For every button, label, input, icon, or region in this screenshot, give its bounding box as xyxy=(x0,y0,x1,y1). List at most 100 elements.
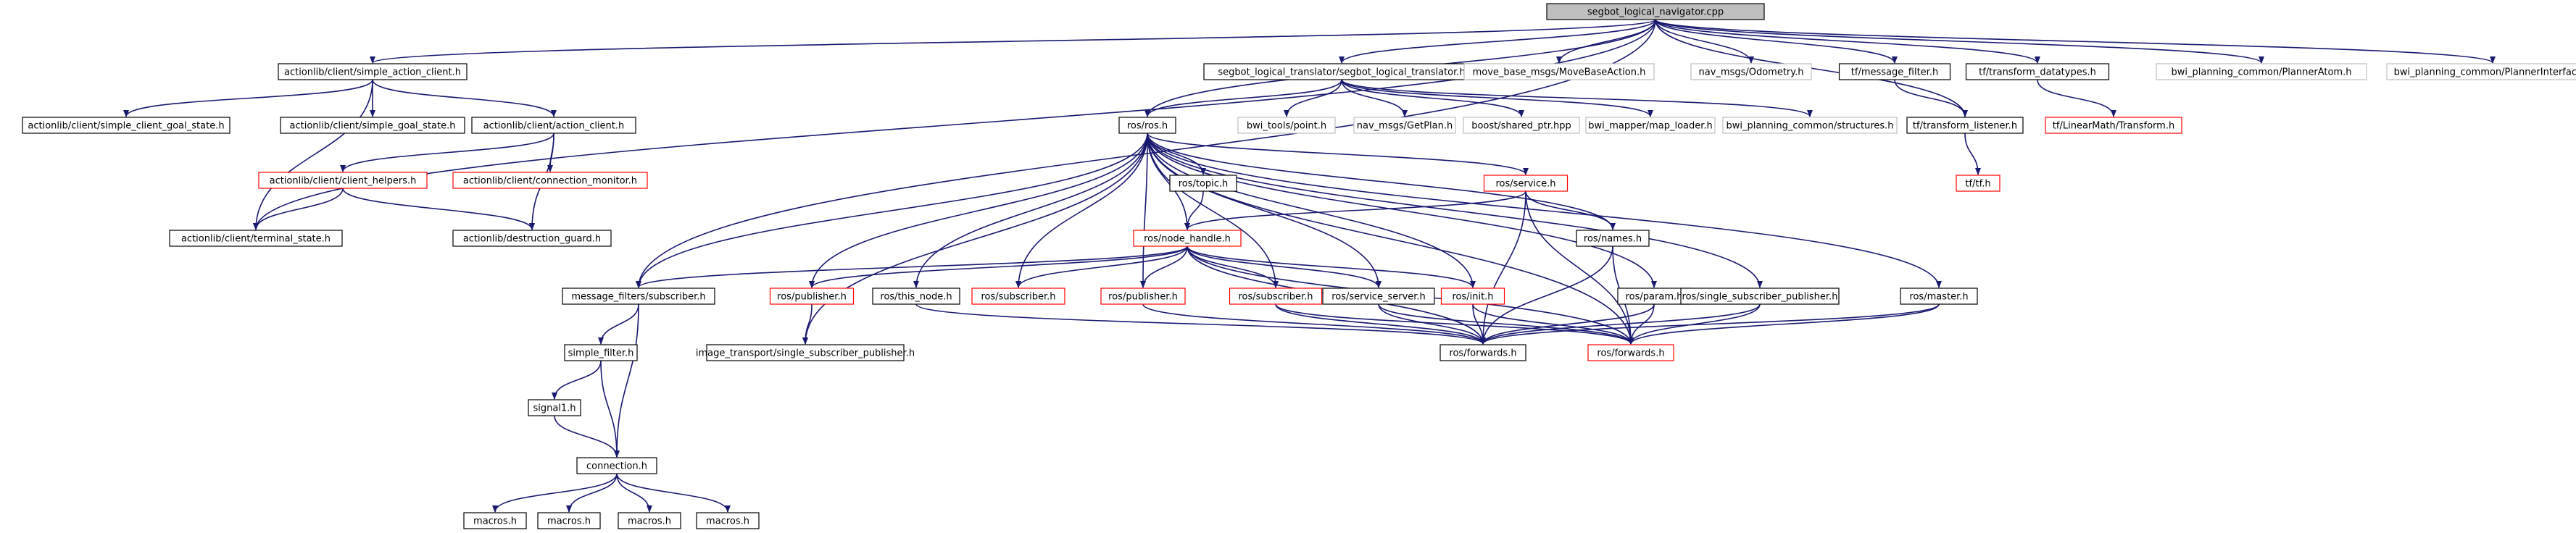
node-ac_client_helpers[interactable]: actionlib/client/client_helpers.h xyxy=(258,172,428,189)
node-ros_ssp[interactable]: ros/single_subscriber_publisher.h xyxy=(1680,288,1840,305)
node-box xyxy=(1576,230,1650,247)
edge-ros_subscriber_b-to-ros_forwards_b xyxy=(1275,303,1634,345)
node-box xyxy=(528,399,581,416)
node-label: ros/forwards.h xyxy=(1449,348,1516,359)
node-label: ros/node_handle.h xyxy=(1144,234,1231,245)
node-ros_master[interactable]: ros/master.h xyxy=(1900,288,1978,305)
edge-ros_node_handle-to-mf_subscriber xyxy=(636,245,1188,288)
edge-ac_simple_client-to-ac_goal_state xyxy=(123,79,373,117)
node-box xyxy=(2386,63,2576,80)
node-box xyxy=(576,457,657,474)
node-macros_3[interactable]: macros.h xyxy=(618,512,681,529)
edge-slt-to-getplan xyxy=(1341,79,1408,117)
node-label: nav_msgs/Odometry.h xyxy=(1699,67,1804,78)
node-ac_action_client[interactable]: actionlib/client/action_client.h xyxy=(471,117,636,134)
node-macros_1[interactable]: macros.h xyxy=(463,512,527,529)
node-ros_service_server[interactable]: ros/service_server.h xyxy=(1322,288,1435,305)
node-move_base[interactable]: move_base_msgs/MoveBaseAction.h xyxy=(1463,63,1655,80)
node-tf_listener[interactable]: tf/transform_listener.h xyxy=(1906,117,2024,134)
node-label: ros/publisher.h xyxy=(1108,292,1178,303)
node-ros_publisher_a[interactable]: ros/publisher.h xyxy=(769,288,855,305)
node-ros_h[interactable]: ros/ros.h xyxy=(1118,117,1176,134)
edge-ros_h-to-ros_forwards_b xyxy=(1147,133,1634,345)
node-root[interactable]: segbot_logical_navigator.cpp xyxy=(1546,3,1765,20)
node-box xyxy=(1229,288,1323,305)
node-slt[interactable]: segbot_logical_translator/segbot_logical… xyxy=(1203,63,1480,80)
edge-root-to-planner_iface xyxy=(1655,19,2496,64)
node-box xyxy=(1353,117,1456,134)
node-simple_filter[interactable]: simple_filter.h xyxy=(564,344,638,361)
node-bwi_point[interactable]: bwi_tools/point.h xyxy=(1237,117,1336,134)
node-shared_ptr[interactable]: boost/shared_ptr.hpp xyxy=(1463,117,1580,134)
node-ros_forwards_a[interactable]: ros/forwards.h xyxy=(1439,344,1526,361)
edge-ros_publisher_b-to-ros_forwards_a xyxy=(1142,303,1486,345)
node-map_loader[interactable]: bwi_mapper/map_loader.h xyxy=(1585,117,1716,134)
node-ac_simple_client[interactable]: actionlib/client/simple_action_client.h xyxy=(278,63,468,80)
node-getplan[interactable]: nav_msgs/GetPlan.h xyxy=(1353,117,1456,134)
node-label: segbot_logical_navigator.cpp xyxy=(1587,7,1724,18)
node-ros_publisher_b[interactable]: ros/publisher.h xyxy=(1100,288,1186,305)
node-label: nav_msgs/GetPlan.h xyxy=(1357,121,1453,132)
nodes-layer: segbot_logical_navigator.cpp actionlib/cl… xyxy=(22,3,2576,529)
node-ros_forwards_b[interactable]: ros/forwards.h xyxy=(1587,344,1674,361)
node-ros_subscriber_b[interactable]: ros/subscriber.h xyxy=(1229,288,1323,305)
node-box xyxy=(1322,288,1435,305)
node-box xyxy=(452,230,612,247)
node-tf_msg_filter[interactable]: tf/message_filter.h xyxy=(1838,63,1951,80)
node-planner_atom[interactable]: bwi_planning_common/PlannerAtom.h xyxy=(2156,63,2367,80)
node-odometry[interactable]: nav_msgs/Odometry.h xyxy=(1690,63,1812,80)
node-box xyxy=(2156,63,2367,80)
node-tf_transform_dt[interactable]: tf/transform_datatypes.h xyxy=(1965,63,2110,80)
node-ros_subscriber_a[interactable]: ros/subscriber.h xyxy=(971,288,1065,305)
node-tf_tf[interactable]: tf/tf.h xyxy=(1956,175,2000,192)
node-ros_service[interactable]: ros/service.h xyxy=(1483,175,1569,192)
node-label: ros/topic.h xyxy=(1179,179,1229,190)
node-box xyxy=(1690,63,1812,80)
node-linearmath[interactable]: tf/LinearMath/Transform.h xyxy=(2045,117,2182,134)
edge-connection-to-macros_2 xyxy=(566,473,618,513)
node-box xyxy=(769,288,855,305)
node-box xyxy=(1463,117,1580,134)
node-ac_conn_monitor[interactable]: actionlib/client/connection_monitor.h xyxy=(452,172,648,189)
node-ros_param[interactable]: ros/param.h xyxy=(1617,288,1691,305)
node-box xyxy=(696,512,760,529)
edge-ros_init-to-ros_forwards_b xyxy=(1472,303,1634,345)
node-box xyxy=(1585,117,1716,134)
node-box xyxy=(2045,117,2182,134)
edge-ros_master-to-ros_forwards_a xyxy=(1480,303,1940,345)
node-ac_destruct[interactable]: actionlib/destruction_guard.h xyxy=(452,230,612,247)
node-label: ros/init.h xyxy=(1452,292,1493,303)
node-img_ssp[interactable]: image_transport/single_subscriber_publis… xyxy=(696,344,915,361)
node-connection[interactable]: connection.h xyxy=(576,457,657,474)
node-ros_node_handle[interactable]: ros/node_handle.h xyxy=(1133,230,1242,247)
node-ros_this_node[interactable]: ros/this_node.h xyxy=(872,288,960,305)
edge-connection-to-macros_4 xyxy=(616,473,731,513)
node-label: bwi_planning_common/PlannerInterface.h xyxy=(2394,67,2576,78)
edge-simple_filter-to-connection xyxy=(600,360,620,458)
node-label: ros/master.h xyxy=(1909,292,1968,303)
edge-ros_service-to-ros_forwards_b xyxy=(1525,190,1634,345)
node-ros_topic[interactable]: ros/topic.h xyxy=(1169,175,1237,192)
node-ac_simple_goal[interactable]: actionlib/client/simple_goal_state.h xyxy=(280,117,465,134)
node-box xyxy=(1463,63,1655,80)
node-ros_init[interactable]: ros/init.h xyxy=(1440,288,1505,305)
node-label: message_filters/subscriber.h xyxy=(571,292,705,303)
edge-tf_listener-to-tf_tf xyxy=(1964,133,1981,175)
node-label: ros/service_server.h xyxy=(1331,292,1426,303)
node-signal1[interactable]: signal1.h xyxy=(528,399,581,416)
node-ros_names[interactable]: ros/names.h xyxy=(1576,230,1650,247)
edge-connection-to-macros_1 xyxy=(492,473,618,513)
node-structures[interactable]: bwi_planning_common/structures.h xyxy=(1722,117,1898,134)
node-macros_2[interactable]: macros.h xyxy=(537,512,601,529)
node-label: actionlib/client/simple_action_client.h xyxy=(284,67,461,78)
node-ac_terminal[interactable]: actionlib/client/terminal_state.h xyxy=(169,230,343,247)
node-label: connection.h xyxy=(586,461,647,472)
edge-ros_node_handle-to-ros_subscriber_b xyxy=(1187,245,1279,288)
node-label: ros/names.h xyxy=(1584,234,1642,245)
node-planner_iface[interactable]: bwi_planning_common/PlannerInterface.h xyxy=(2386,63,2576,80)
node-macros_4[interactable]: macros.h xyxy=(696,512,760,529)
edge-ros_names-to-ros_forwards_a xyxy=(1480,245,1613,345)
edge-slt-to-shared_ptr xyxy=(1341,79,1524,117)
node-ac_goal_state[interactable]: actionlib/client/simple_client_goal_stat… xyxy=(22,117,230,134)
node-mf_subscriber[interactable]: message_filters/subscriber.h xyxy=(562,288,715,305)
